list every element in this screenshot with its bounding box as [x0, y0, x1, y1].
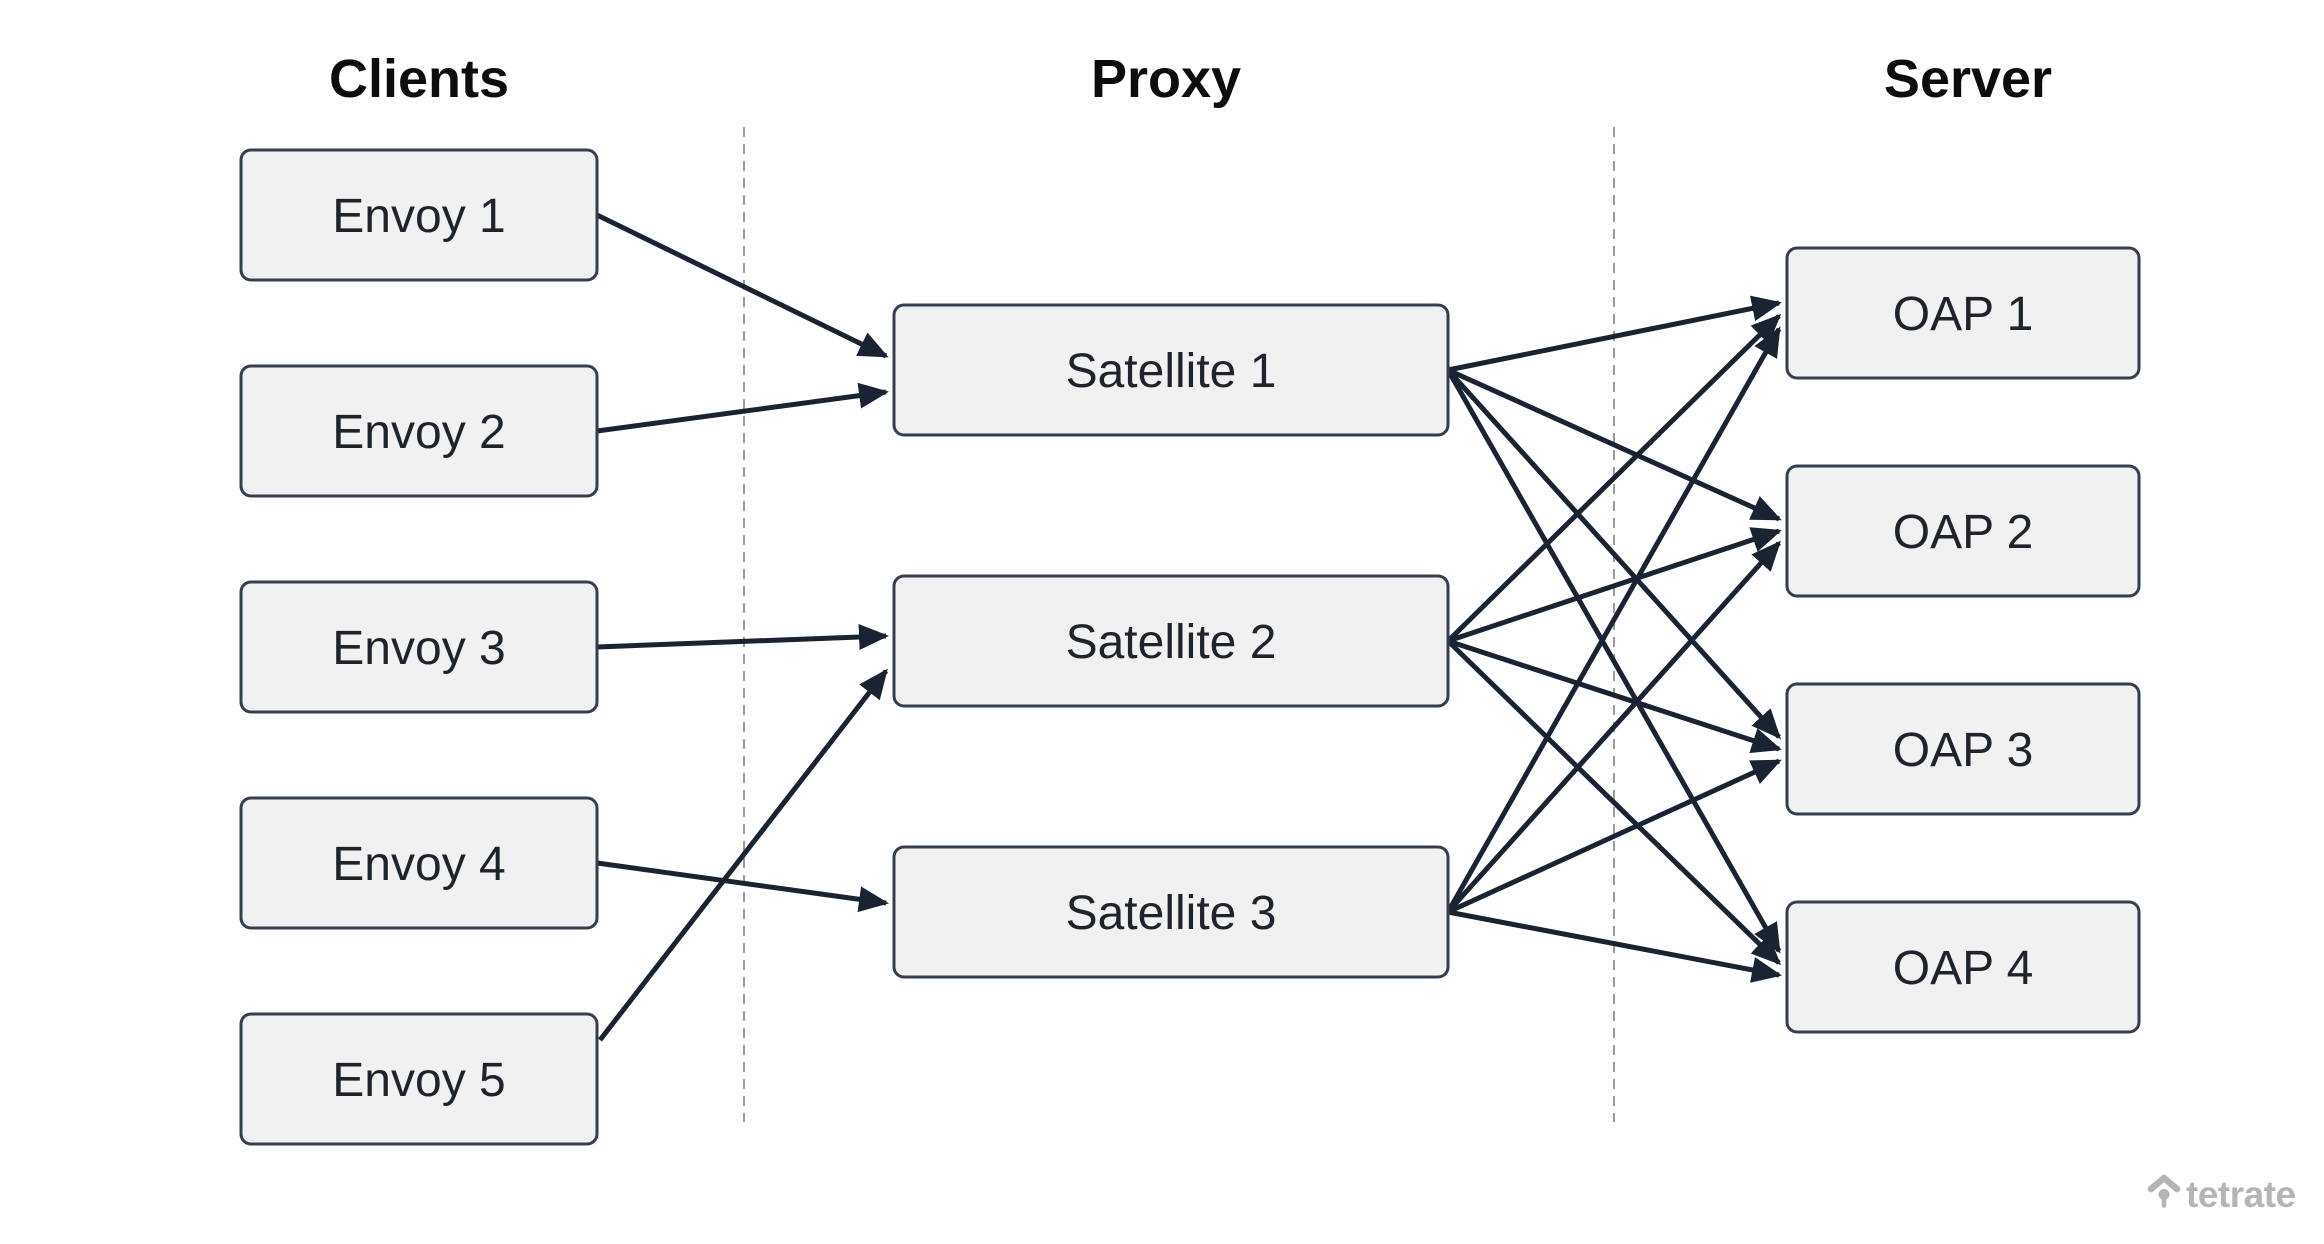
edge-satellite-3-to-oap-3	[1446, 758, 1782, 915]
node-envoy-2-box	[239, 364, 599, 498]
node-envoy-4-box	[239, 796, 599, 930]
node-oap-4: OAP 4	[1785, 900, 2141, 1034]
edge-envoy-5-to-satellite-2	[598, 668, 888, 1042]
node-satellite-2-label: Satellite 2	[1066, 616, 1277, 669]
edge-satellite-3-to-oap-4	[1447, 909, 1782, 983]
node-oap-1: OAP 1	[1785, 246, 2141, 380]
node-oap-2-label: OAP 2	[1893, 506, 2034, 559]
node-envoy-1: Envoy 1	[239, 148, 599, 282]
edge-satellite-2-to-oap-2	[1447, 527, 1782, 644]
node-oap-2-box	[1785, 464, 2141, 598]
tetrate-caret-icon	[2147, 1174, 2181, 1208]
node-envoy-2: Envoy 2	[239, 364, 599, 498]
node-envoy-5: Envoy 5	[239, 1012, 599, 1146]
node-envoy-3: Envoy 3	[239, 580, 599, 714]
node-satellite-3-label: Satellite 3	[1066, 887, 1277, 940]
node-satellite-1: Satellite 1	[892, 303, 1450, 437]
edge-satellite-3-to-oap-1	[1445, 326, 1782, 914]
node-oap-3-label: OAP 3	[1893, 724, 2034, 777]
node-oap-4-box	[1785, 900, 2141, 1034]
tetrate-logo: tetrate	[2147, 1174, 2296, 1215]
column-header-proxy: Proxy	[1091, 49, 1241, 109]
column-header-server: Server	[1884, 49, 2052, 109]
edge-satellite-3-to-oap-2	[1446, 540, 1782, 914]
node-envoy-5-label: Envoy 5	[332, 1054, 505, 1107]
edge-satellite-1-to-oap-2	[1446, 367, 1782, 522]
column-header-clients: Clients	[329, 49, 509, 109]
edge-envoy-2-to-satellite-1	[596, 382, 889, 434]
node-envoy-5-box	[239, 1012, 599, 1146]
tetrate-wordmark: tetrate	[2186, 1174, 2296, 1215]
node-envoy-4: Envoy 4	[239, 796, 599, 930]
node-oap-3-box	[1785, 682, 2141, 816]
edge-satellite-2-to-oap-1	[1446, 313, 1782, 643]
node-envoy-4-label: Envoy 4	[332, 838, 505, 891]
node-envoy-1-label: Envoy 1	[332, 190, 505, 243]
edge-satellite-2-to-oap-4	[1446, 639, 1782, 966]
node-satellite-2-box	[892, 574, 1450, 708]
edges-proxy-to-server	[1445, 295, 1782, 983]
node-satellite-2: Satellite 2	[892, 574, 1450, 708]
node-oap-1-label: OAP 1	[1893, 288, 2034, 341]
edge-satellite-2-to-oap-3	[1447, 638, 1782, 753]
node-satellite-3: Satellite 3	[892, 845, 1450, 979]
node-oap-3: OAP 3	[1785, 682, 2141, 816]
edge-envoy-4-to-satellite-3	[596, 860, 889, 913]
edge-satellite-1-to-oap-3	[1446, 368, 1782, 740]
node-oap-4-label: OAP 4	[1893, 942, 2034, 995]
edge-envoy-1-to-satellite-1	[595, 212, 889, 359]
node-satellite-3-box	[892, 845, 1450, 979]
node-satellite-1-box	[892, 303, 1450, 437]
edge-satellite-1-to-oap-1	[1447, 295, 1782, 373]
edges-client-to-proxy	[595, 212, 889, 1042]
node-oap-1-box	[1785, 246, 2141, 380]
edge-envoy-3-to-satellite-2	[596, 624, 889, 651]
node-satellite-1-label: Satellite 1	[1066, 345, 1277, 398]
node-envoy-1-box	[239, 148, 599, 282]
edge-satellite-1-to-oap-4	[1445, 368, 1782, 954]
node-envoy-3-box	[239, 580, 599, 714]
node-oap-2: OAP 2	[1785, 464, 2141, 598]
node-envoy-2-label: Envoy 2	[332, 406, 505, 459]
node-envoy-3-label: Envoy 3	[332, 622, 505, 675]
